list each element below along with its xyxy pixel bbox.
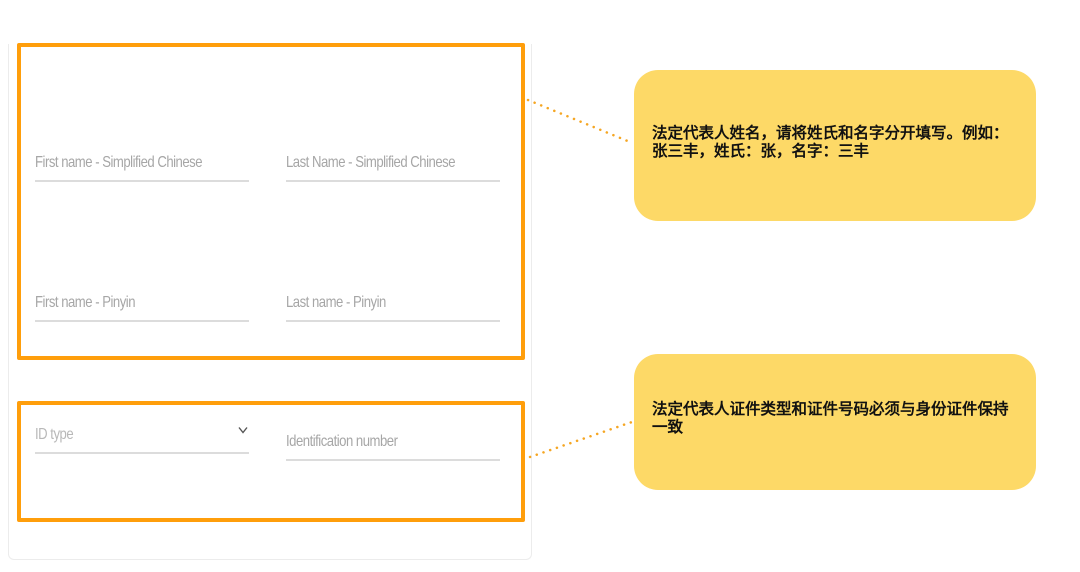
chevron-down-icon[interactable] (237, 424, 249, 436)
identification-number-field[interactable] (286, 421, 500, 461)
id-type-select[interactable]: ID type (35, 414, 249, 454)
first-name-simplified-chinese-field[interactable] (35, 142, 249, 182)
name-instruction-callout: 法定代表人姓名，请将姓氏和名字分开填写。例如：张三丰，姓氏：张，名字：三丰 (634, 70, 1036, 221)
id-type-placeholder: ID type (35, 426, 74, 443)
name-fields-highlight (17, 43, 525, 360)
last-name-simplified-chinese-field[interactable] (286, 142, 500, 182)
leader-line-id (528, 420, 634, 459)
id-instruction-text: 法定代表人证件类型和证件号码必须与身份证件保持一致 (652, 400, 1009, 436)
id-fields-highlight (17, 401, 525, 522)
first-name-pinyin-input[interactable] (35, 294, 211, 312)
first-name-pinyin-field[interactable] (35, 282, 249, 322)
last-name-simplified-chinese-input[interactable] (286, 154, 462, 172)
identification-number-input[interactable] (286, 433, 462, 451)
last-name-pinyin-input[interactable] (286, 294, 462, 312)
first-name-simplified-chinese-input[interactable] (35, 154, 211, 172)
id-instruction-callout: 法定代表人证件类型和证件号码必须与身份证件保持一致 (634, 354, 1036, 490)
name-instruction-text: 法定代表人姓名，请将姓氏和名字分开填写。例如：张三丰，姓氏：张，名字：三丰 (652, 123, 1009, 160)
last-name-pinyin-field[interactable] (286, 282, 500, 322)
leader-line-name (526, 98, 632, 144)
